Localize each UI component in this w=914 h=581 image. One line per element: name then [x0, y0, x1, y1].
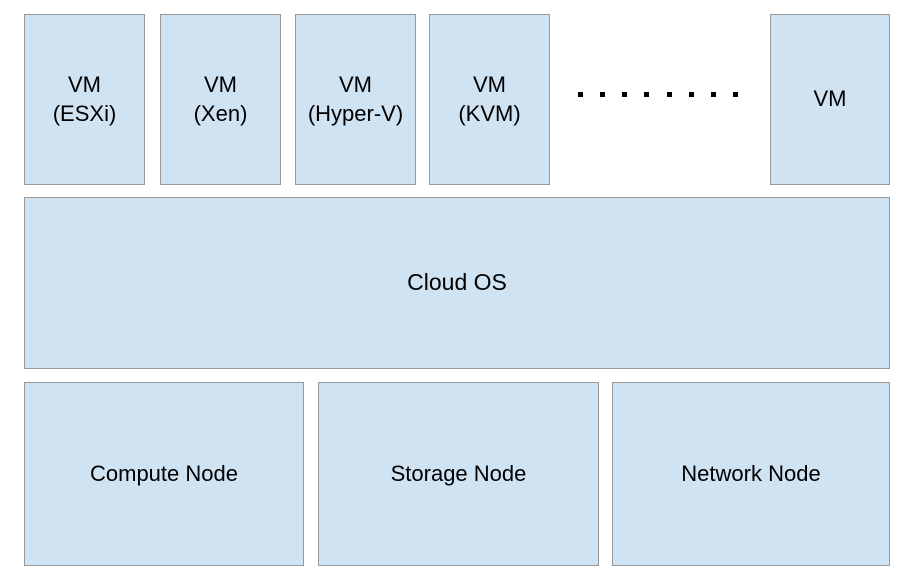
- cloud-os-label: Cloud OS: [407, 269, 507, 296]
- vm-box-hyperv: VM (Hyper-V): [295, 14, 416, 185]
- ellipsis-dot: [578, 91, 583, 97]
- vm-box-xen-label: VM (Xen): [193, 72, 248, 126]
- ellipsis-dot: [600, 91, 606, 97]
- vm-box-xen: VM (Xen): [160, 14, 281, 185]
- cloud-os-box: Cloud OS: [24, 197, 890, 369]
- network-node-box: Network Node: [612, 382, 890, 566]
- vm-box-esxi-label: VM (ESXi): [52, 72, 117, 126]
- ellipsis-dot: [622, 91, 628, 97]
- storage-node-box: Storage Node: [318, 382, 599, 566]
- vm-box-generic-label: VM: [813, 86, 847, 112]
- vm-box-kvm-label: VM (KVM): [458, 72, 521, 126]
- vm-box-esxi: VM (ESXi): [24, 14, 145, 185]
- ellipsis-dot: [732, 91, 738, 97]
- ellipsis-dot: [688, 91, 694, 97]
- compute-node-label: Compute Node: [90, 460, 238, 486]
- ellipsis-dots-icon: [578, 89, 738, 99]
- vm-box-hyperv-label: VM (Hyper-V): [307, 72, 404, 126]
- compute-node-box: Compute Node: [24, 382, 304, 566]
- network-node-label: Network Node: [681, 460, 821, 486]
- ellipsis-dot: [710, 91, 716, 97]
- ellipsis-dot: [644, 91, 650, 97]
- storage-node-label: Storage Node: [390, 460, 527, 486]
- ellipsis-dot: [666, 91, 672, 97]
- vm-box-kvm: VM (KVM): [429, 14, 550, 185]
- vm-box-generic: VM: [770, 14, 890, 185]
